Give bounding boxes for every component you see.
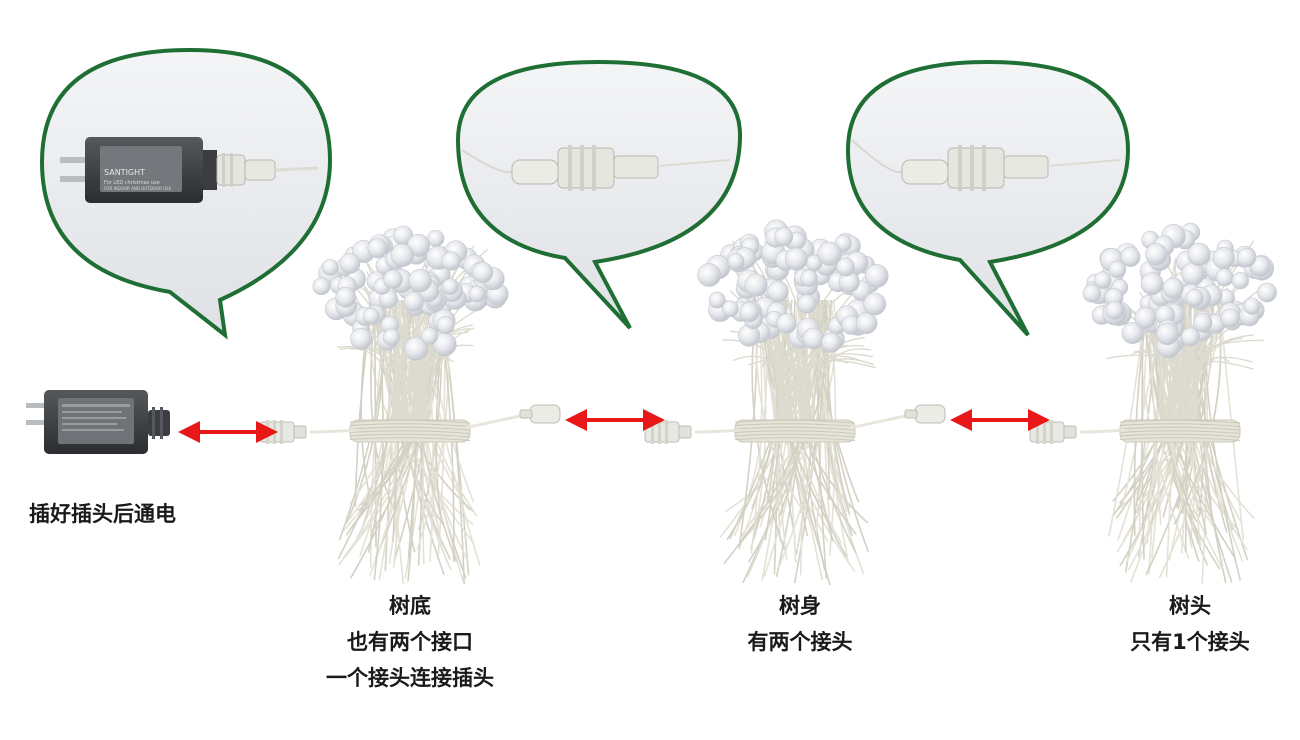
bubble-socket-closeup-2 (845, 59, 1131, 337)
double-arrow-icon (565, 409, 665, 431)
caption-body-line2: 有两个接头 (747, 630, 853, 654)
connector-socket-icon (904, 404, 946, 424)
light-bundle-base (259, 225, 561, 585)
power-adapter-closeup-icon: SANTIGHT For LED christmas use FOR INDOO… (60, 137, 319, 203)
caption-tree-top: 树头 只有1个接头 (1090, 588, 1290, 660)
caption-top-line2: 只有1个接头 (1130, 630, 1250, 654)
caption-base-line2: 也有两个接口 (347, 630, 473, 654)
caption-tree-body: 树身 有两个接头 (700, 588, 900, 660)
connector-socket-icon (519, 404, 561, 424)
bubble-adapter-closeup: SANTIGHT For LED christmas use FOR INDOO… (39, 47, 333, 340)
light-bundle-body (644, 219, 946, 586)
caption-adapter-text: 插好插头后通电 (29, 502, 176, 526)
caption-top-title: 树头 (1169, 594, 1211, 618)
caption-base-line3: 一个接头连接插头 (326, 666, 494, 690)
caption-base-title: 树底 (389, 594, 431, 618)
power-adapter-icon (26, 390, 170, 454)
connector-closeup-icon (851, 139, 1121, 191)
caption-body-title: 树身 (779, 594, 821, 618)
double-arrow-icon (178, 421, 278, 443)
caption-adapter: 插好插头后通电 (0, 496, 205, 532)
bubble-socket-closeup-1 (455, 59, 743, 330)
double-arrow-icon (950, 409, 1050, 431)
adapter-line2-text: FOR INDOOR AND OUTDOOR USE (104, 186, 172, 191)
adapter-line1-text: For LED christmas use (104, 180, 160, 186)
connector-closeup-icon (461, 145, 731, 191)
adapter-brand-text: SANTIGHT (104, 168, 145, 177)
caption-tree-base: 树底 也有两个接口 一个接头连接插头 (290, 588, 530, 696)
light-bundle-top (1029, 222, 1277, 584)
connection-arrows (178, 409, 1050, 443)
